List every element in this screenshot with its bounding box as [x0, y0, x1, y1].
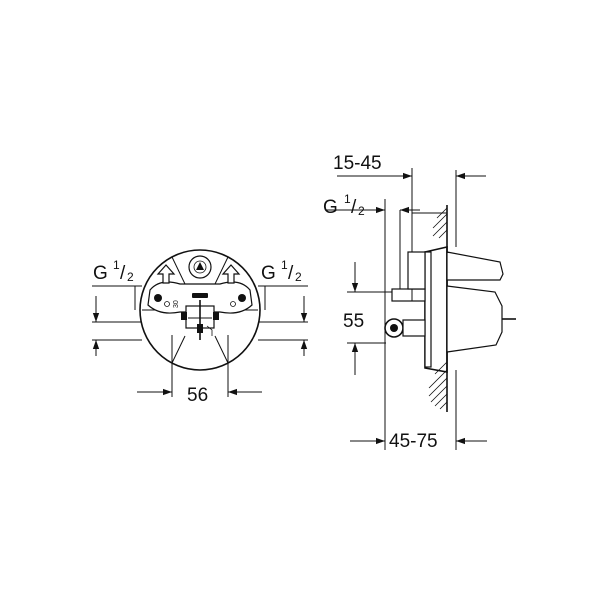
side-view: 15-45 G 1 / 2 55 45-75 [323, 153, 516, 452]
svg-text:2: 2 [358, 204, 365, 218]
mount-hole-left [154, 294, 162, 302]
svg-text:1: 1 [344, 192, 351, 206]
upper-lever [446, 251, 504, 281]
inlet-pipe [391, 288, 426, 302]
thread-label-side: G 1 / 2 [323, 192, 365, 218]
depth-dimension-45-75: 45-75 [389, 431, 438, 452]
svg-text:/: / [288, 263, 294, 284]
front-view: 30 G 1 / 2 G 1 / 2 5 [92, 249, 308, 406]
wall-hatch [428, 205, 448, 412]
svg-text:2: 2 [127, 270, 134, 284]
width-dimension-56: 56 [187, 385, 208, 406]
flow-arrow-left-icon [156, 264, 176, 284]
thread-label-left: G 1 / 2 [93, 258, 134, 284]
svg-text:G: G [323, 197, 338, 218]
lower-body [446, 285, 503, 353]
front-flange-circle [139, 249, 261, 371]
svg-text:1: 1 [281, 258, 288, 272]
svg-text:/: / [351, 197, 357, 218]
thread-label-right: G 1 / 2 [261, 258, 302, 284]
height-dimension-55: 55 [343, 311, 364, 332]
marking-30: 30 [173, 300, 180, 308]
flow-arrow-right-icon [221, 264, 241, 284]
svg-text:2: 2 [295, 270, 302, 284]
wall-dimension-15-45: 15-45 [333, 153, 382, 174]
svg-text:G: G [93, 263, 108, 284]
svg-text:G: G [261, 263, 276, 284]
mount-hole-right [238, 294, 246, 302]
svg-text:/: / [120, 263, 126, 284]
svg-text:1: 1 [113, 258, 120, 272]
